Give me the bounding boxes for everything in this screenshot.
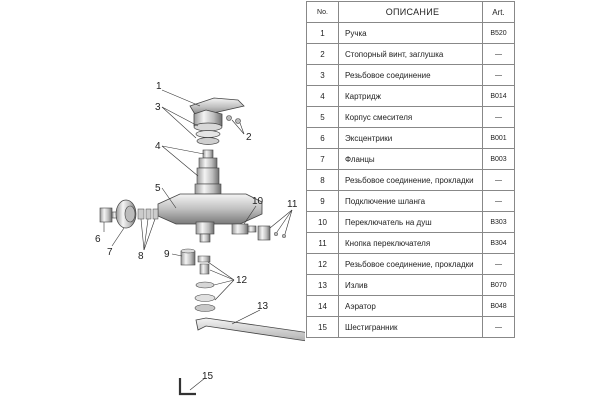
row-description: Шестигранник: [338, 316, 483, 338]
row-no: 5: [306, 106, 339, 128]
row-no: 4: [306, 85, 339, 107]
callout-10: 10: [252, 196, 264, 207]
row-description: Излив: [338, 274, 483, 296]
mixer-body-part: [157, 193, 263, 243]
callout-13: 13: [257, 301, 269, 312]
callout-2: 2: [246, 132, 252, 143]
leader-lines: [103, 89, 293, 391]
row-description: Эксцентрики: [338, 127, 483, 149]
row-description: Резьбовое соединение: [338, 64, 483, 86]
row-description: Ручка: [338, 22, 483, 44]
row-description: Корпус смесителя: [338, 106, 483, 128]
callout-1: 1: [156, 81, 162, 92]
callout-11: 11: [287, 199, 298, 210]
row-art: —: [482, 106, 515, 128]
row-art: B304: [482, 232, 515, 254]
row-art: B070: [482, 274, 515, 296]
callout-labels: 1 3 2 4 5 10 11 6 7 8 9 12 13 14 15: [95, 81, 298, 382]
row-art: —: [482, 64, 515, 86]
callout-12: 12: [236, 275, 248, 286]
row-no: 1: [306, 22, 339, 44]
row-description: Подключение шланга: [338, 190, 483, 212]
row-no: 8: [306, 169, 339, 191]
row-description: Картридж: [338, 85, 483, 107]
row-no: 14: [306, 295, 339, 317]
header-art: Art.: [482, 1, 515, 23]
row-no: 2: [306, 43, 339, 65]
row-no: 12: [306, 253, 339, 275]
spout-part: [195, 317, 305, 342]
row-art: —: [482, 316, 515, 338]
row-description: Резьбовое соединение, прокладки: [338, 253, 483, 275]
callout-3: 3: [155, 102, 161, 113]
row-no: 7: [306, 148, 339, 170]
threaded-gasket-part: [137, 208, 159, 220]
row-art: B048: [482, 295, 515, 317]
row-art: —: [482, 253, 515, 275]
callout-8: 8: [138, 251, 144, 262]
callout-15: 15: [202, 371, 214, 382]
row-art: B303: [482, 211, 515, 233]
row-no: 15: [306, 316, 339, 338]
row-description: Стопорный винт, заглушка: [338, 43, 483, 65]
row-art: B003: [482, 148, 515, 170]
header-description: ОПИСАНИЕ: [338, 1, 483, 23]
row-description: Фланцы: [338, 148, 483, 170]
set-screw-cap-part: [226, 115, 241, 124]
row-no: 13: [306, 274, 339, 296]
row-description: Кнопка переключателя: [338, 232, 483, 254]
row-no: 10: [306, 211, 339, 233]
row-art: B520: [482, 22, 515, 44]
callout-6: 6: [95, 234, 101, 245]
lower-gasket-part: [194, 255, 216, 312]
row-description: Переключатель на душ: [338, 211, 483, 233]
threaded-ring-part: [195, 130, 221, 145]
row-no: 3: [306, 64, 339, 86]
row-no: 6: [306, 127, 339, 149]
row-art: B001: [482, 127, 515, 149]
exploded-view-diagram: 1 3 2 4 5 10 11 6 7 8 9 12 13 14 15: [95, 81, 305, 396]
callout-7: 7: [107, 247, 113, 258]
row-description: Резьбовое соединение, прокладки: [338, 169, 483, 191]
row-description: Аэратор: [338, 295, 483, 317]
cartridge-part: [194, 149, 222, 195]
callout-9: 9: [164, 249, 170, 260]
diverter-part: [231, 223, 257, 235]
hose-connection-part: [180, 248, 196, 266]
row-art: —: [482, 190, 515, 212]
callout-5: 5: [155, 183, 161, 194]
hex-key-part: [178, 378, 196, 396]
header-no: No.: [306, 1, 339, 23]
handle-part: [189, 97, 245, 132]
row-art: —: [482, 43, 515, 65]
row-art: B014: [482, 85, 515, 107]
flange-part: [115, 199, 137, 229]
row-no: 9: [306, 190, 339, 212]
table-header-row: No. ОПИСАНИЕ Art.: [306, 1, 515, 23]
row-art: —: [482, 169, 515, 191]
row-no: 11: [306, 232, 339, 254]
diverter-button-part: [257, 225, 287, 241]
callout-4: 4: [155, 141, 161, 152]
